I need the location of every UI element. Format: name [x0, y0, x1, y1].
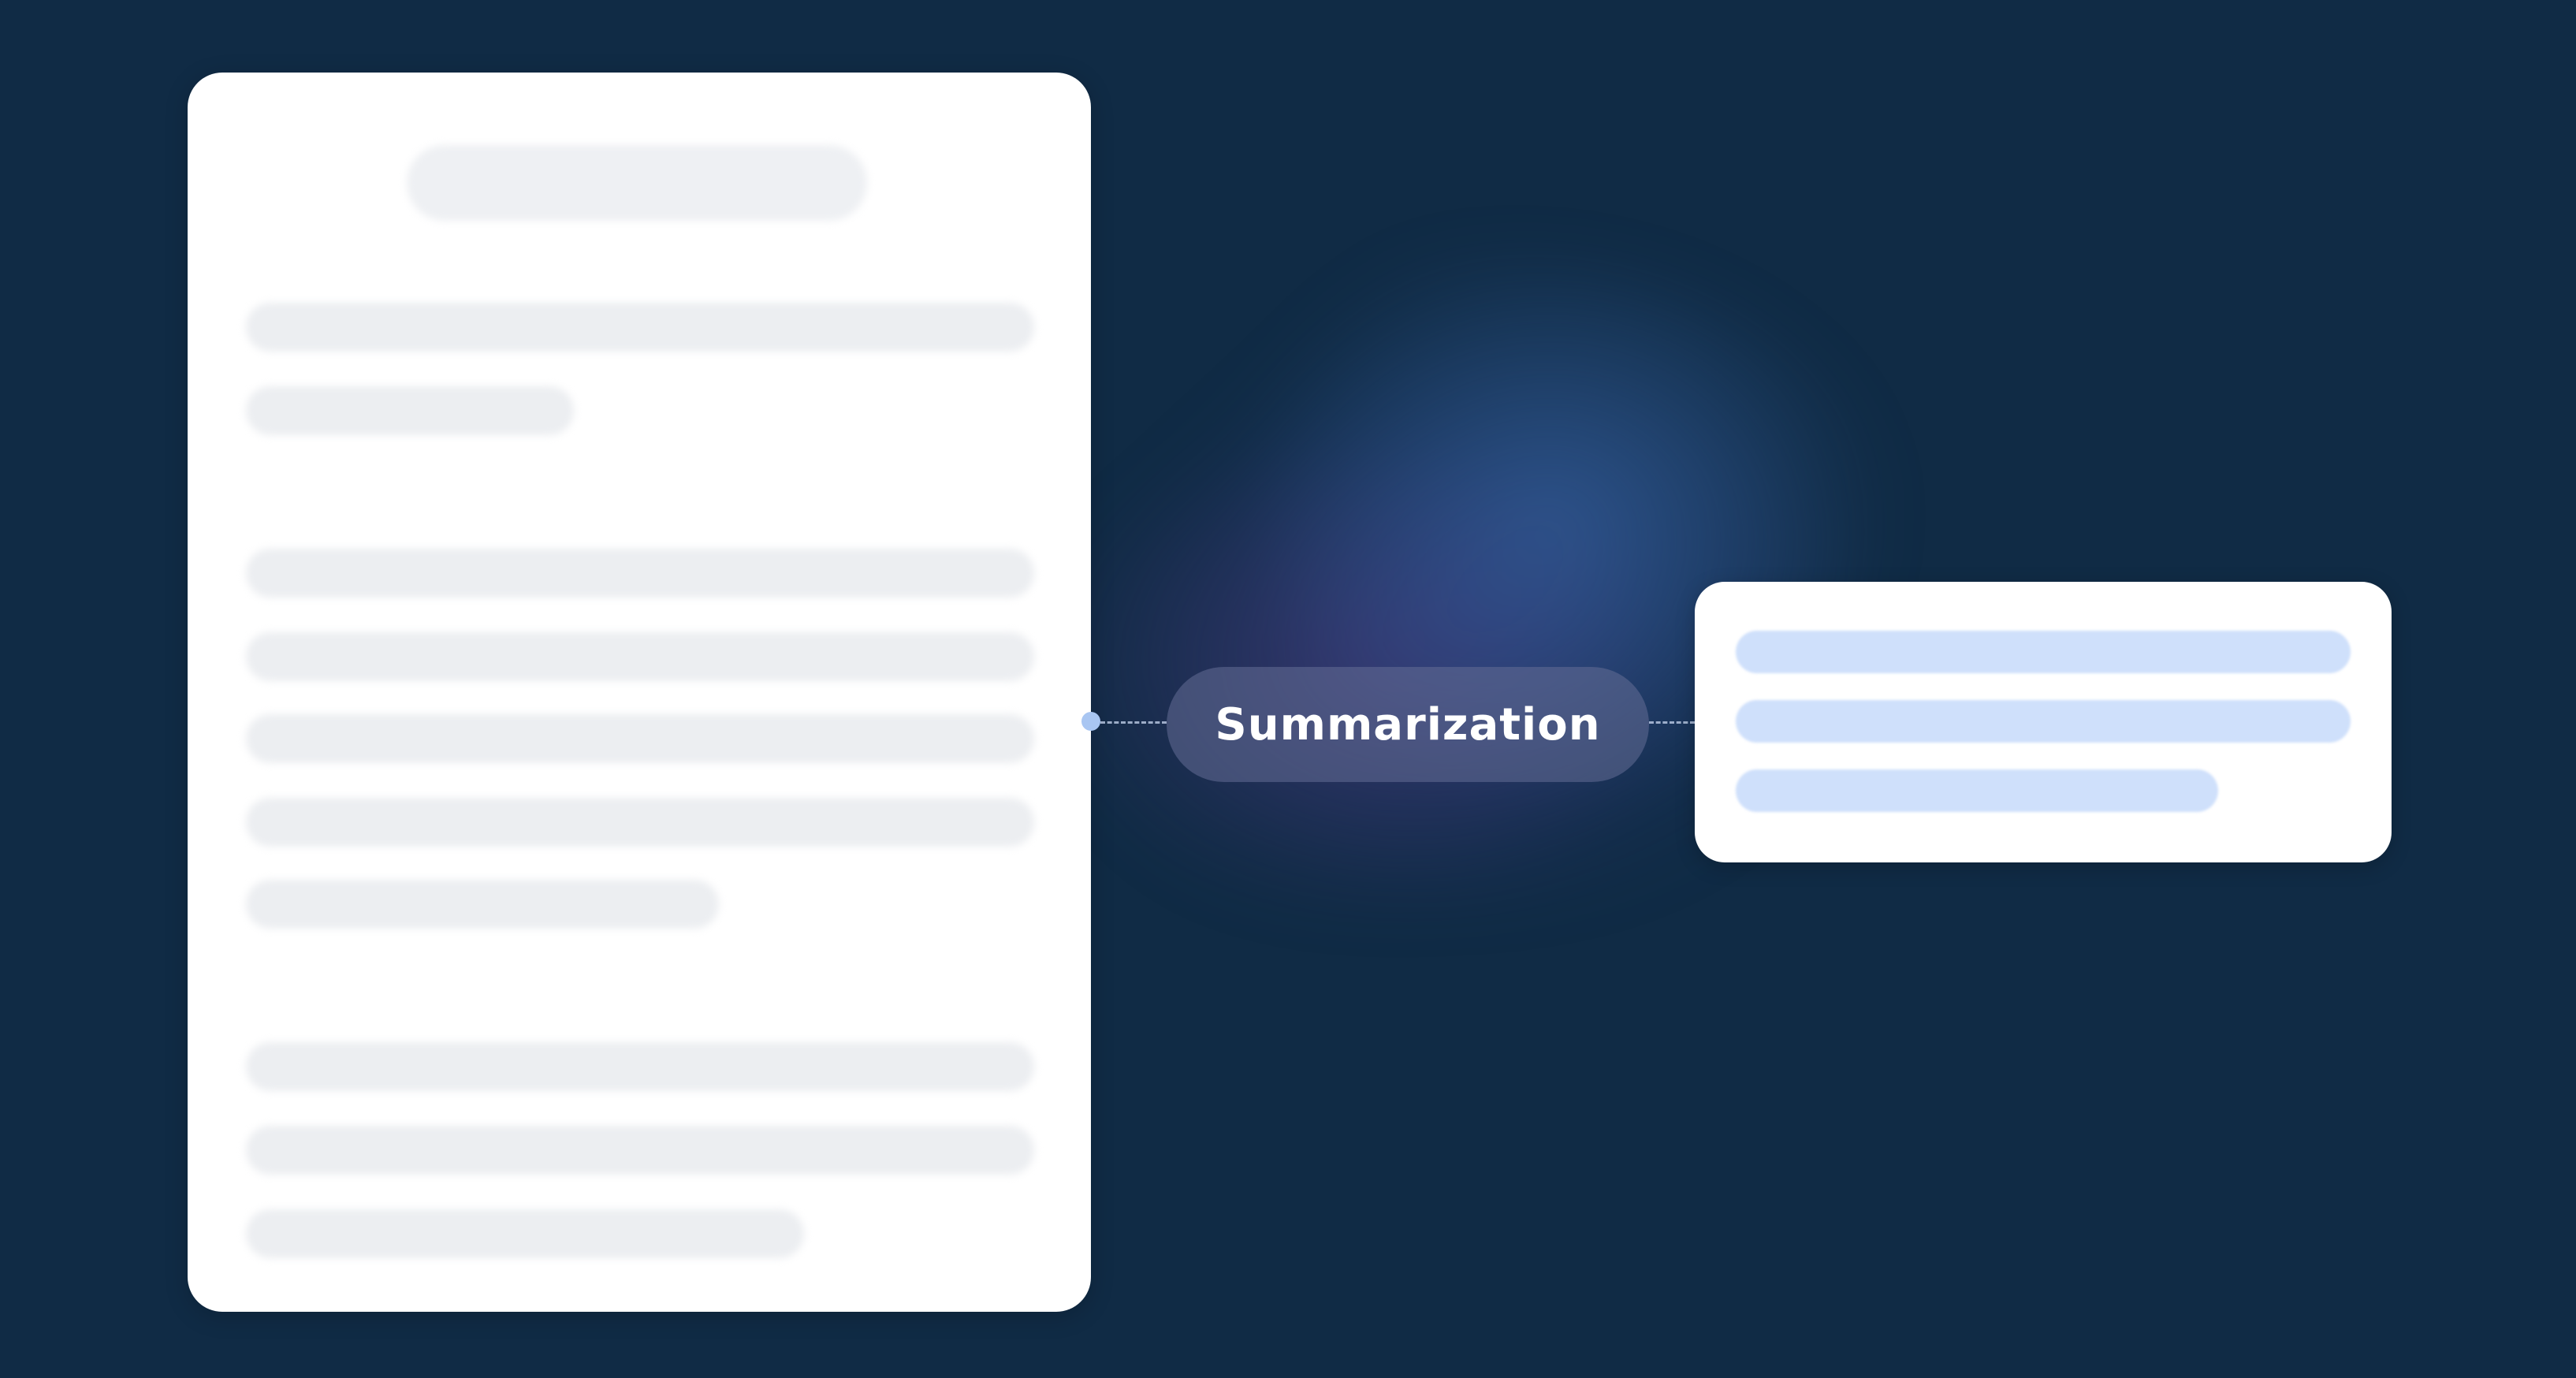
summary-text-line	[1736, 700, 2351, 743]
summary-text-line	[1736, 769, 2218, 812]
document-text-line	[246, 303, 1034, 352]
document-text-line	[246, 714, 1034, 763]
connector-line-left	[1100, 721, 1167, 724]
document-text-line	[246, 798, 1034, 847]
document-text-line	[246, 1126, 1034, 1175]
summary-text-line	[1736, 631, 2351, 673]
connector-dot	[1081, 712, 1100, 731]
document-title-placeholder	[407, 145, 867, 221]
document-text-line	[246, 549, 1034, 598]
document-text-line	[246, 386, 574, 435]
summarization-label: Summarization	[1215, 698, 1601, 750]
document-text-line	[246, 880, 719, 929]
summary-output-card	[1695, 582, 2392, 862]
summarization-label-pill: Summarization	[1167, 667, 1649, 782]
source-document-card	[188, 73, 1091, 1312]
connector-line-right	[1649, 721, 1695, 724]
document-text-line	[246, 632, 1034, 681]
document-text-line	[246, 1209, 804, 1258]
document-text-line	[246, 1042, 1034, 1091]
